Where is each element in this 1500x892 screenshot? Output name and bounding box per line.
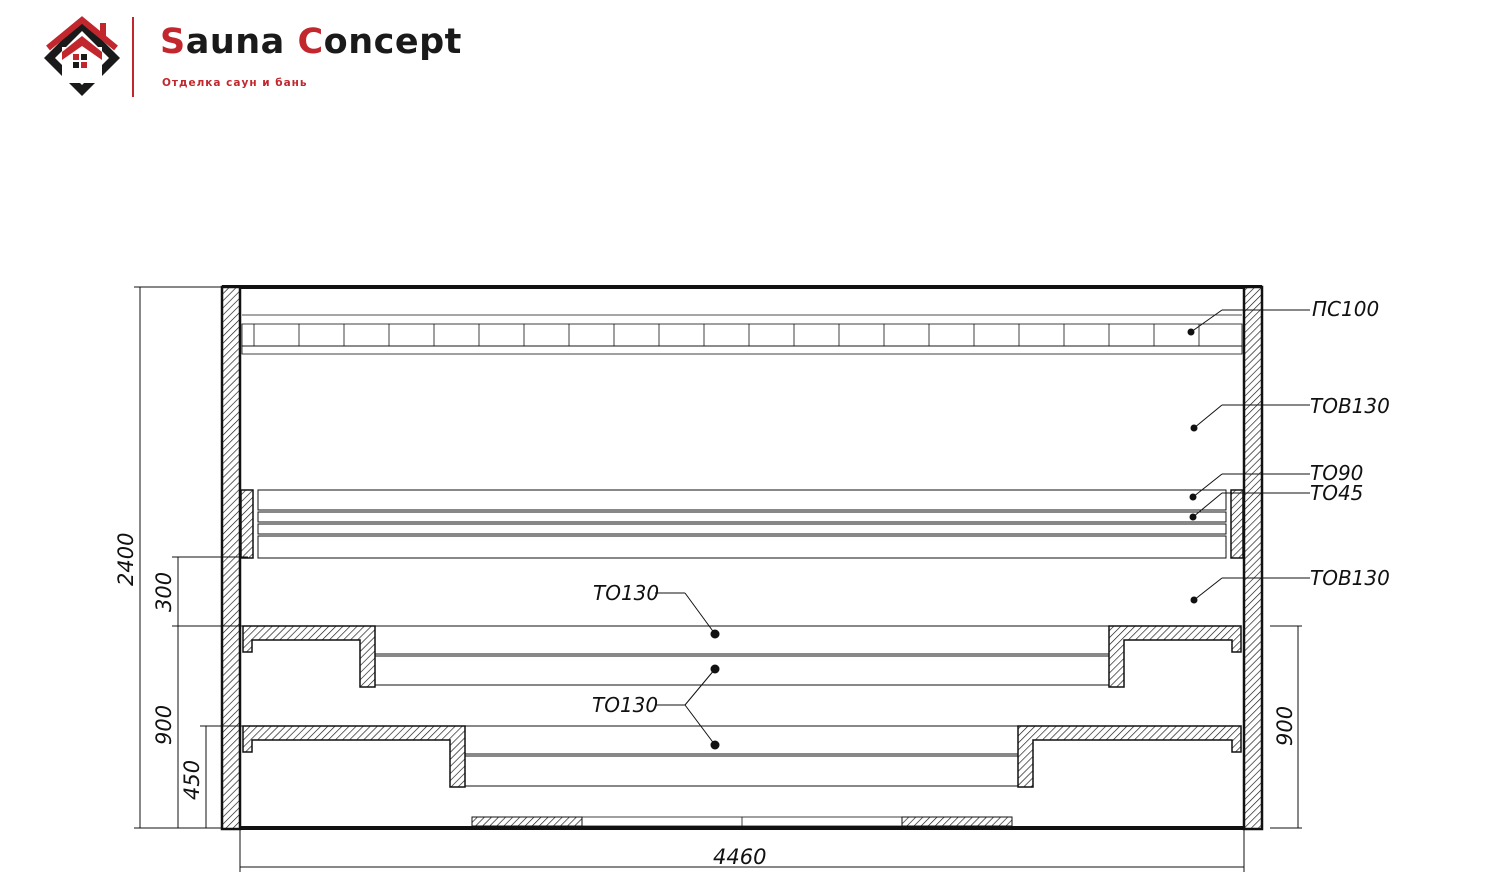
right-wall — [1242, 285, 1264, 831]
lower-bench — [242, 725, 1242, 788]
brand-name: Sauna Concept — [160, 22, 462, 62]
label-bench-upper: ТО130 — [593, 581, 659, 605]
label-wall-upper: ТОВ130 — [1310, 394, 1390, 418]
dimension-lines — [134, 286, 1302, 872]
dim-overall-width: 4460 — [713, 845, 766, 869]
dim-lower-bench-height: 450 — [180, 760, 204, 800]
dim-overall-height: 2400 — [114, 533, 138, 586]
dim-right-bench-height: 900 — [1273, 706, 1297, 746]
left-wall — [220, 285, 242, 831]
callouts — [655, 309, 1310, 746]
room-outline — [222, 285, 1262, 830]
label-ceiling-panel: ПС100 — [1312, 297, 1379, 321]
dim-upper-bench-height: 900 — [152, 705, 176, 745]
label-wall-lower: ТОВ130 — [1310, 566, 1390, 590]
label-bench-lower: ТО130 — [592, 693, 658, 717]
brand-header: Sauna Concept Отделка саун и бань — [0, 0, 600, 110]
label-backrest-board: ТО90 — [1310, 461, 1363, 485]
callout-dots — [710, 328, 1198, 750]
brand-tagline: Отделка саун и бань — [162, 77, 308, 89]
dim-backrest-gap: 300 — [152, 572, 176, 612]
upper-bench — [242, 625, 1242, 688]
backrest — [240, 489, 1244, 559]
floor-grating — [471, 816, 1013, 827]
brand-divider — [132, 17, 134, 97]
label-backrest-slat: ТО45 — [1310, 481, 1363, 505]
house-diamond-logo-icon — [44, 16, 120, 96]
ceiling-panel — [241, 314, 1243, 355]
